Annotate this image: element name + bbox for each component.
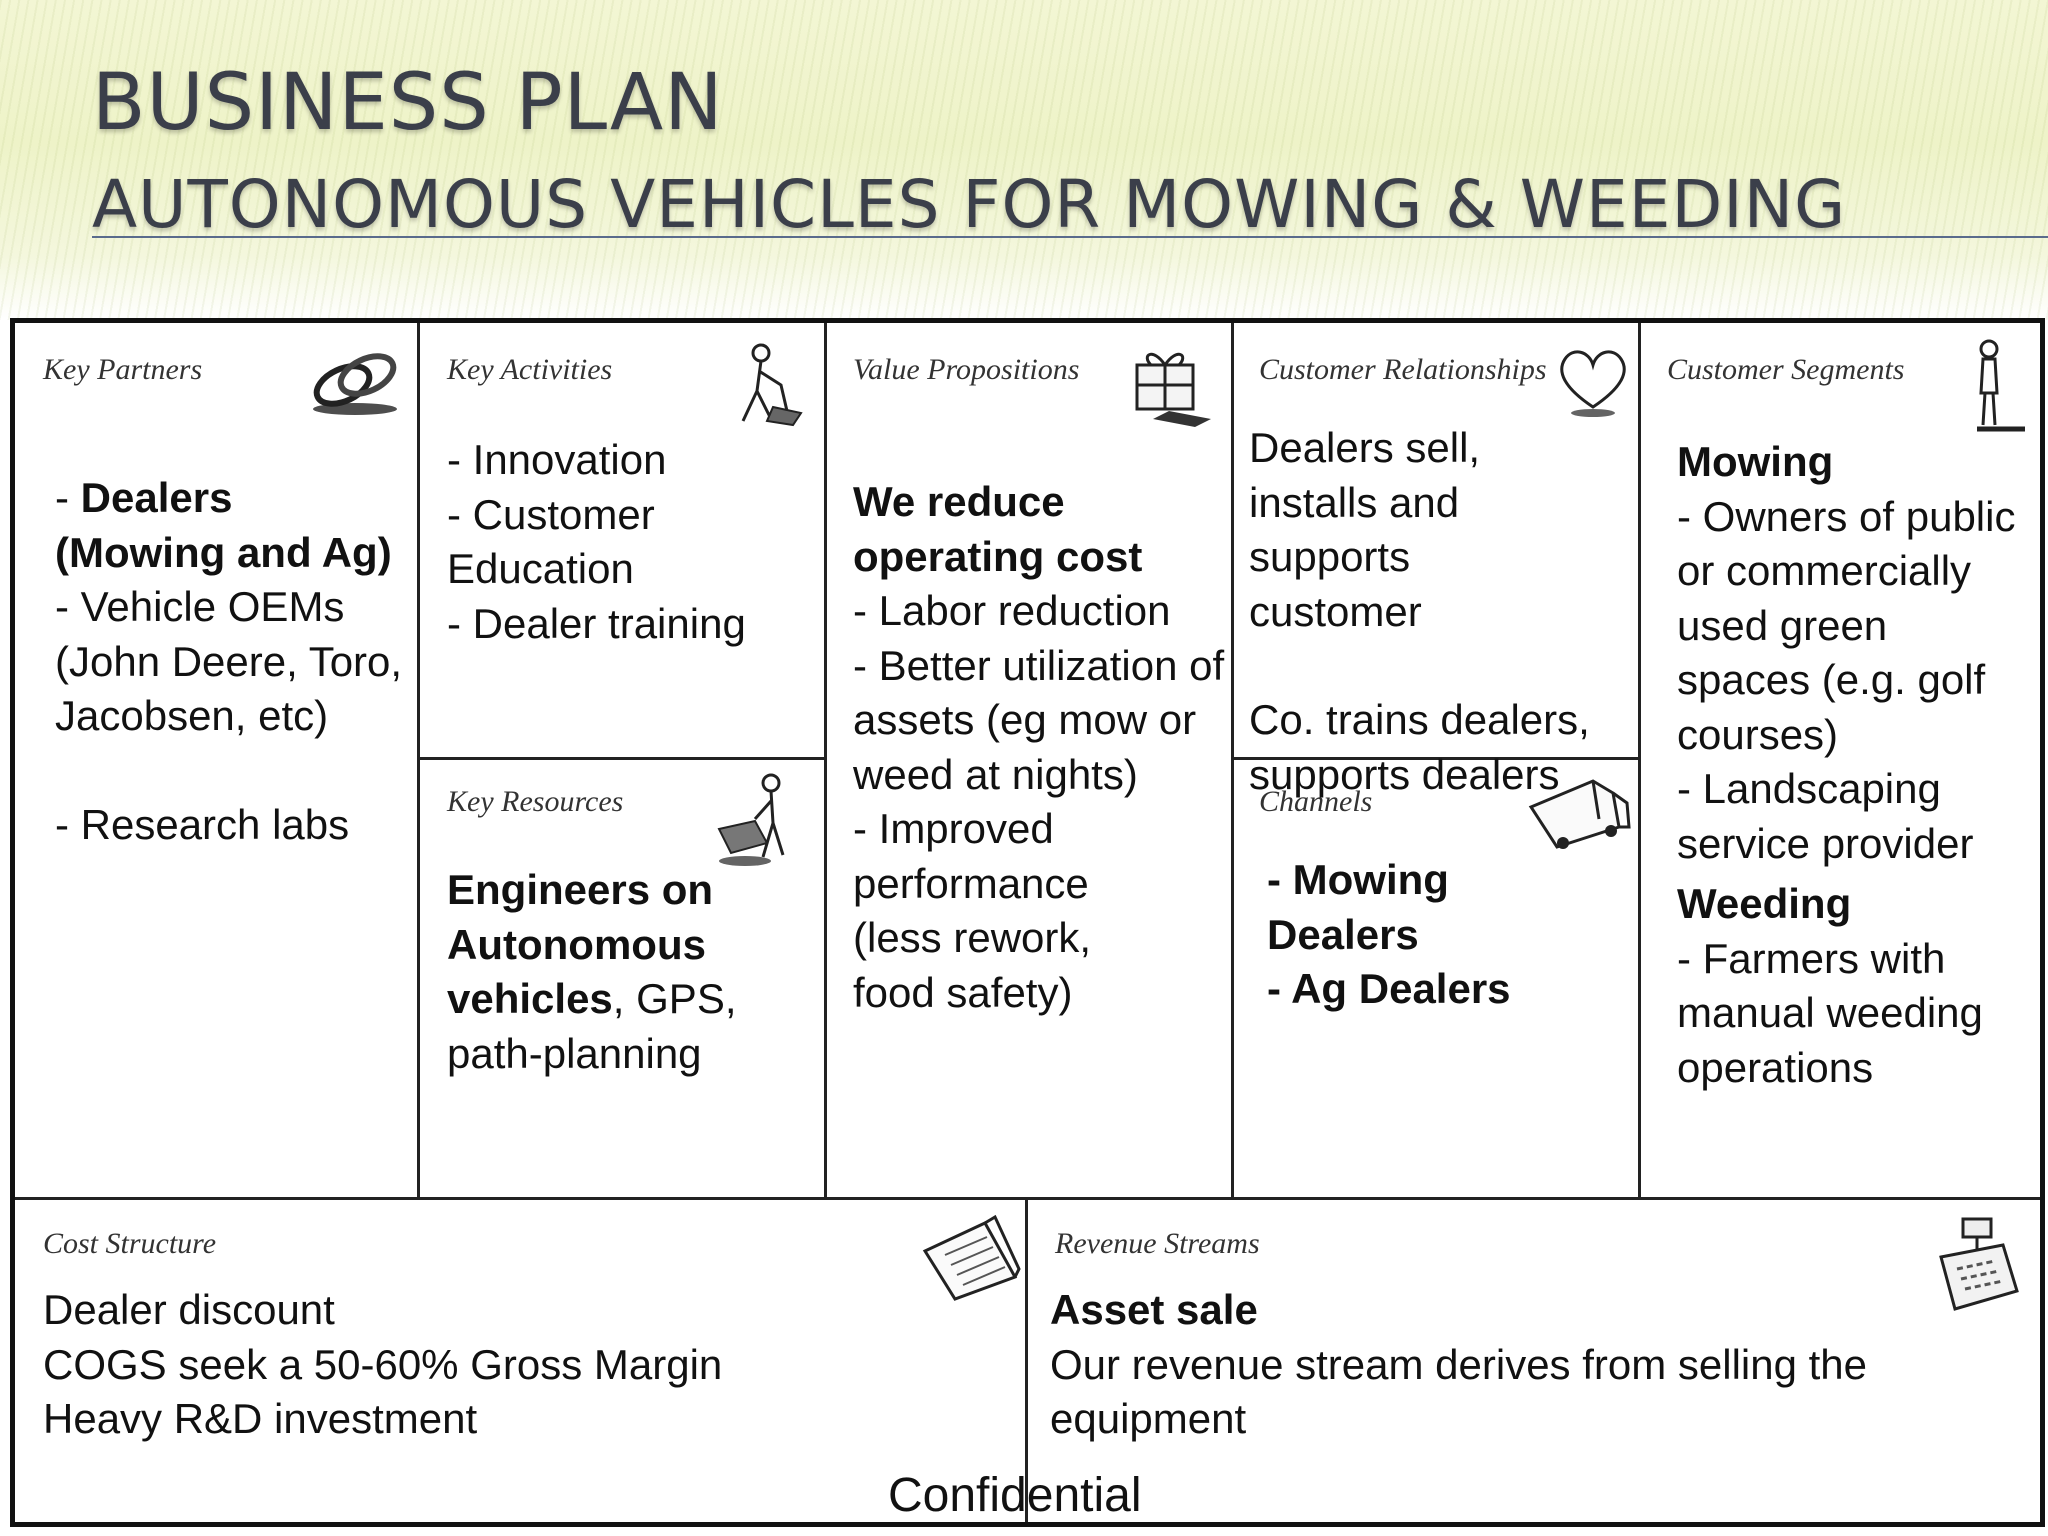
heart-icon xyxy=(1553,341,1633,421)
cash-register-icon xyxy=(1933,1213,2023,1323)
channels-label: Channels xyxy=(1259,785,1373,818)
segment-item: - Owners of public or commercially used … xyxy=(1677,492,2016,758)
segment-item: - Landscaping service provider xyxy=(1677,765,1974,867)
key-resources-rest: , GPS, path-planning xyxy=(447,975,737,1077)
chain-links-icon xyxy=(305,343,405,423)
revenue-headline: Asset sale xyxy=(1050,1286,1258,1333)
title-divider xyxy=(92,236,2048,238)
value-proposition-headline: We reduce operating cost xyxy=(853,478,1143,580)
customer-relationships-para: Co. trains dealers, supports dealers xyxy=(1249,696,1590,798)
value-proposition-item: - Improved performance (less rework, foo… xyxy=(853,805,1092,1016)
segment-group-title: Mowing xyxy=(1677,438,1834,485)
divider xyxy=(1638,323,1641,1198)
key-partners-item: - Vehicle OEMs (John Deere, Toro, Jacobs… xyxy=(55,583,403,739)
confidential-footer: Confidential xyxy=(888,1469,1142,1522)
cost-structure-content: Dealer discount COGS seek a 50-60% Gross… xyxy=(43,1283,1003,1447)
channel-item: - Mowing Dealers xyxy=(1267,856,1449,958)
receipt-icon xyxy=(915,1211,1025,1301)
segment-group-title: Weeding xyxy=(1677,880,1852,927)
cost-structure-label: Cost Structure xyxy=(43,1227,217,1260)
revenue-text: Our revenue stream derives from selling … xyxy=(1050,1340,1868,1443)
customer-relationships-label: Customer Relationships xyxy=(1259,353,1547,386)
page-subtitle: AUTONOMOUS VEHICLES FOR MOWING & WEEDING xyxy=(92,166,1847,243)
cost-line: Heavy R&D investment xyxy=(43,1395,478,1442)
cost-line: COGS seek a 50-60% Gross Margin xyxy=(43,1340,723,1388)
revenue-streams-content: Asset sale Our revenue stream derives fr… xyxy=(1050,1283,2020,1447)
header-band: BUSINESS PLAN AUTONOMOUS VEHICLES FOR MO… xyxy=(0,0,2048,320)
key-resources-bold: Engineers on Autonomous vehicles xyxy=(447,866,714,1022)
business-model-canvas: Key Partners - Dealers (Mowing and Ag) -… xyxy=(10,318,2045,1527)
divider xyxy=(417,323,420,1198)
key-resources-content: Engineers on Autonomous vehicles, GPS, p… xyxy=(447,863,817,1081)
person-standing-icon xyxy=(1959,337,2029,437)
key-activities-item: - Dealer training xyxy=(447,599,746,647)
divider xyxy=(824,323,827,1198)
value-proposition-item: - Better utilization of assets (eg mow o… xyxy=(853,641,1225,798)
key-partners-label: Key Partners xyxy=(43,353,203,386)
key-activities-content: - Innovation - Customer Education - Deal… xyxy=(447,433,817,651)
key-resources-label: Key Resources xyxy=(447,785,624,818)
key-activities-item: - Innovation xyxy=(447,436,667,483)
divider xyxy=(417,757,827,760)
cost-line: Dealer discount xyxy=(43,1286,335,1333)
key-partners-content: - Dealers (Mowing and Ag) - Vehicle OEMs… xyxy=(55,471,405,852)
gift-box-icon xyxy=(1123,337,1215,429)
channels-content: - Mowing Dealers - Ag Dealers xyxy=(1267,853,1627,1017)
value-proposition-item: - Labor reduction xyxy=(853,587,1171,634)
customer-segments-content: Mowing - Owners of public or commerciall… xyxy=(1677,435,2037,1095)
key-activities-label: Key Activities xyxy=(447,353,613,386)
segment-item: - Farmers with manual weeding operations xyxy=(1677,934,1983,1091)
customer-relationships-para: Dealers sell, installs and supports cust… xyxy=(1249,424,1481,635)
value-propositions-content: We reduce operating cost - Labor reducti… xyxy=(853,475,1229,1020)
customer-segments-label: Customer Segments xyxy=(1667,353,1905,386)
divider xyxy=(1231,323,1234,1198)
delivery-truck-icon xyxy=(1523,763,1633,853)
customer-relationships-content: Dealers sell, installs and supports cust… xyxy=(1249,421,1639,802)
channel-item: - Ag Dealers xyxy=(1267,965,1511,1012)
key-activities-item: - Customer Education xyxy=(447,490,655,593)
page-title: BUSINESS PLAN xyxy=(92,58,724,148)
key-partners-item: - Research labs xyxy=(55,800,350,848)
revenue-streams-label: Revenue Streams xyxy=(1055,1227,1260,1260)
worker-mowing-icon xyxy=(723,341,803,431)
divider xyxy=(1025,1197,1028,1522)
divider xyxy=(1231,757,1641,760)
worker-with-machine-icon xyxy=(715,771,810,871)
key-partners-item: - Dealers (Mowing and Ag) xyxy=(55,474,392,576)
value-propositions-label: Value Propositions xyxy=(853,353,1080,386)
